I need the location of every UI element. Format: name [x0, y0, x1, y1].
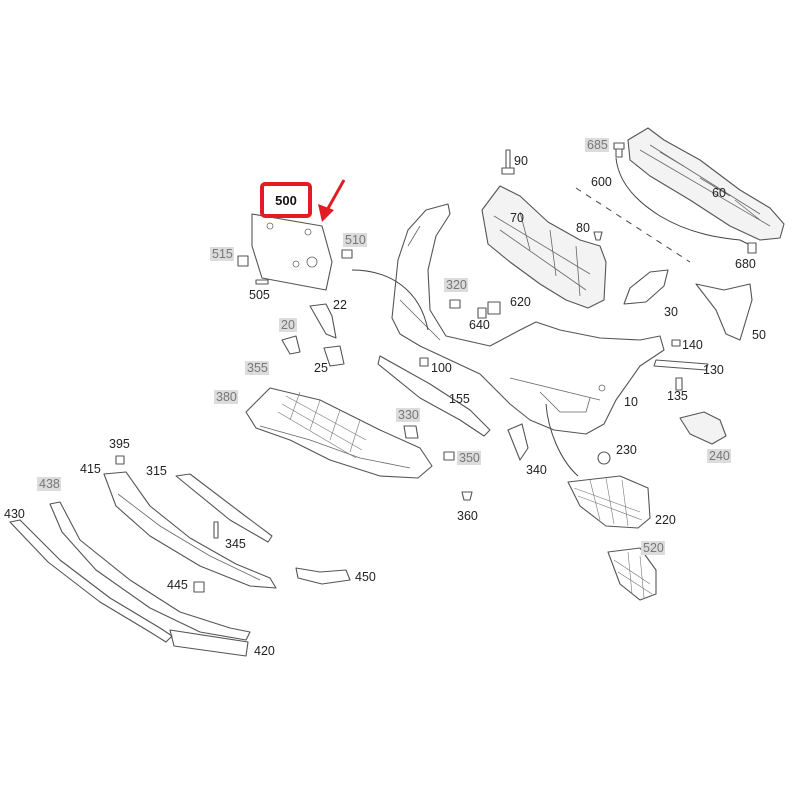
holder-640-drawing	[477, 307, 487, 319]
clip-350-drawing	[443, 451, 455, 461]
part-label-90: 90	[514, 154, 528, 168]
bracket-50-drawing	[695, 283, 753, 341]
clip-510-drawing	[341, 249, 353, 259]
part-label-130: 130	[703, 363, 724, 377]
bracket-450-drawing	[295, 567, 351, 585]
part-label-50: 50	[752, 328, 766, 342]
clip-685-drawing	[613, 142, 625, 158]
cover-25-drawing	[323, 345, 345, 367]
part-labels: 90 685 60 600 70 80 680 510 515 505 22 2…	[4, 138, 766, 658]
trim-strip-315-drawing	[175, 473, 273, 543]
screw-505-drawing	[255, 279, 269, 285]
part-label-355: 355	[247, 361, 268, 375]
mesh-insert-520-drawing	[607, 547, 657, 601]
part-label-25: 25	[314, 361, 328, 375]
part-label-10: 10	[624, 395, 638, 409]
part-label-515: 515	[212, 247, 233, 261]
bolt-90-drawing	[501, 149, 515, 175]
bracket-30-drawing	[623, 269, 669, 305]
red-arrow	[318, 179, 346, 222]
part-label-320: 320	[446, 278, 467, 292]
part-label-420: 420	[254, 644, 275, 658]
trim-130-drawing	[653, 359, 709, 371]
cover-20-drawing	[281, 335, 301, 355]
part-label-685: 685	[587, 138, 608, 152]
clip-395-drawing	[115, 455, 125, 465]
part-label-20: 20	[281, 318, 295, 332]
part-label-155: 155	[449, 392, 470, 406]
leader-line-510	[351, 269, 429, 331]
bracket-240-drawing	[679, 411, 727, 445]
part-label-430: 430	[4, 507, 25, 521]
part-label-330: 330	[398, 408, 419, 422]
spoiler-415-drawing	[103, 471, 277, 589]
strip-430-drawing	[9, 519, 173, 643]
pin-345-drawing	[213, 521, 219, 539]
part-label-445: 445	[167, 578, 188, 592]
clip-140-drawing	[671, 339, 681, 347]
fog-light-230-drawing	[597, 451, 611, 465]
part-label-680: 680	[735, 257, 756, 271]
part-label-600: 600	[591, 175, 612, 189]
part-label-345: 345	[225, 537, 246, 551]
bolt-135-drawing	[675, 377, 683, 391]
part-label-220: 220	[655, 513, 676, 527]
part-label-450: 450	[355, 570, 376, 584]
clip-320-drawing	[449, 299, 461, 309]
part-label-135: 135	[667, 389, 688, 403]
sensor-620-drawing	[487, 301, 501, 315]
part-label-510: 510	[345, 233, 366, 247]
clip-515-drawing	[237, 255, 249, 267]
highlight-500: 500	[260, 182, 312, 218]
part-label-438: 438	[39, 477, 60, 491]
trim-420-drawing	[49, 501, 251, 657]
part-label-620: 620	[510, 295, 531, 309]
part-label-340: 340	[526, 463, 547, 477]
part-label-22: 22	[333, 298, 347, 312]
part-label-380: 380	[216, 390, 237, 404]
bumper-cover-10-drawing	[391, 203, 665, 435]
clip-330-drawing	[403, 425, 419, 439]
support-70-drawing	[481, 185, 607, 309]
trim-strip-155-drawing	[377, 355, 491, 437]
part-label-350: 350	[459, 451, 480, 465]
part-label-640: 640	[469, 318, 490, 332]
part-label-395: 395	[109, 437, 130, 451]
screw-360-drawing	[461, 491, 473, 501]
leader-line-220	[545, 403, 579, 477]
part-label-315: 315	[146, 464, 167, 478]
grille-220-drawing	[567, 475, 651, 529]
clip-100-drawing	[419, 357, 429, 367]
part-label-415: 415	[80, 462, 101, 476]
lower-panel-380-drawing	[245, 387, 433, 479]
harness-600-drawing	[575, 157, 757, 263]
clip-80-drawing	[593, 231, 603, 241]
part-label-240: 240	[709, 449, 730, 463]
part-label-520: 520	[643, 541, 664, 555]
impact-absorber-60-drawing	[627, 127, 785, 241]
part-label-60: 60	[712, 186, 726, 200]
part-label-500: 500	[275, 193, 297, 208]
bracket-22-drawing	[309, 303, 337, 339]
part-label-100: 100	[431, 361, 452, 375]
part-label-80: 80	[576, 221, 590, 235]
license-bracket-500-drawing	[251, 213, 333, 291]
part-label-230: 230	[616, 443, 637, 457]
part-label-505: 505	[249, 288, 270, 302]
clip-445-drawing	[193, 581, 205, 593]
part-label-140: 140	[682, 338, 703, 352]
bracket-340-drawing	[507, 423, 529, 461]
part-label-30: 30	[664, 305, 678, 319]
part-label-360: 360	[457, 509, 478, 523]
part-label-70: 70	[510, 211, 524, 225]
